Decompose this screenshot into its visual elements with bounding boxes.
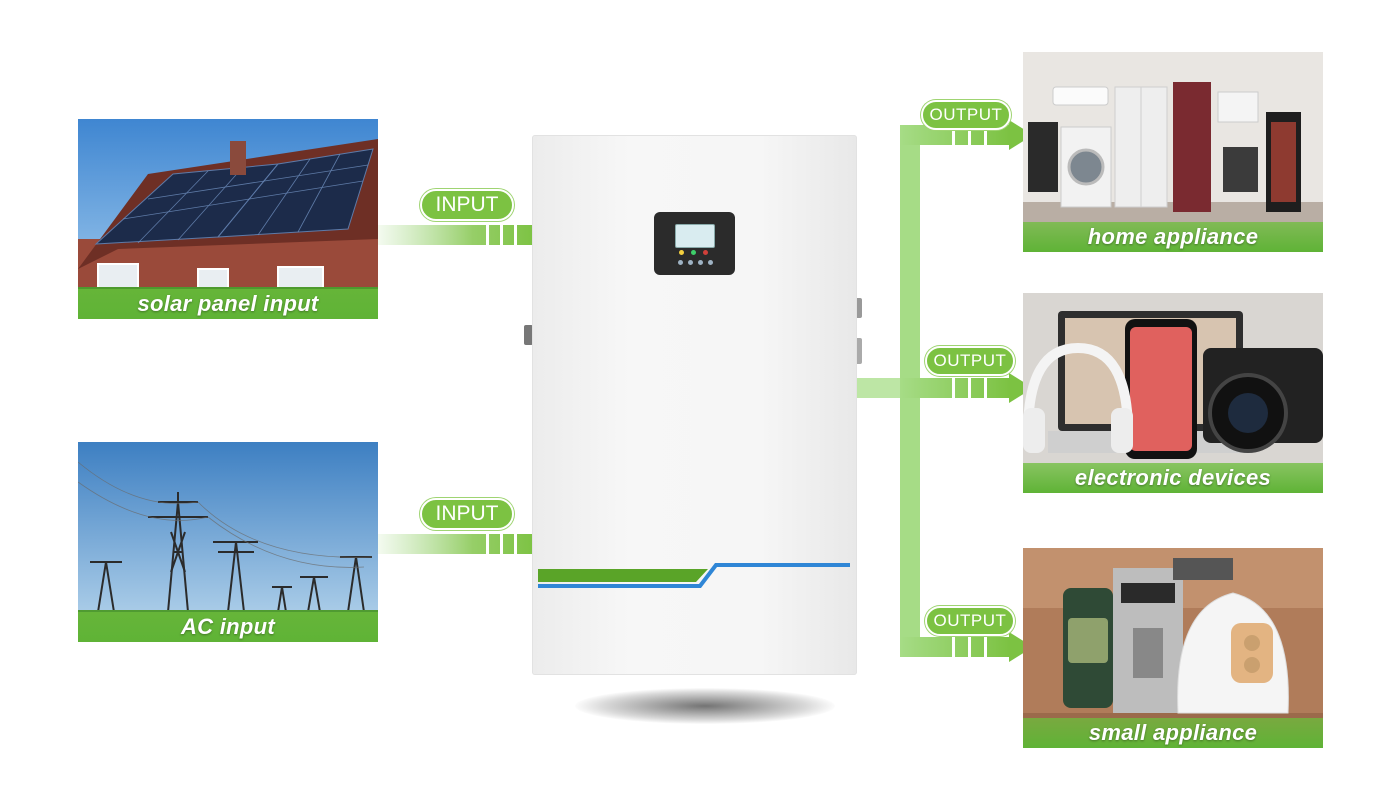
device-shadow [575,688,835,724]
control-button-1[interactable] [678,260,683,265]
battery-inverter-unit [532,135,857,675]
control-button-3[interactable] [698,260,703,265]
solar-panel-caption: solar panel input [78,289,378,319]
small-appliance-caption: small appliance [1023,718,1323,748]
input-label-top: INPUT [420,189,514,221]
status-led-yellow [679,250,684,255]
electronics-illustration [1023,293,1323,493]
device-side-knob-right-bottom [855,338,862,364]
ac-input-photo: AC input [78,442,378,642]
device-side-knob-left [524,325,533,345]
output-connector-tree [857,120,1033,662]
solar-house-illustration [78,119,378,319]
output-label-1: OUTPUT [921,100,1011,130]
electronic-devices-caption: electronic devices [1023,463,1323,493]
control-button-2[interactable] [688,260,693,265]
status-led-red [703,250,708,255]
device-side-knob-right-top [855,298,862,318]
home-appliance-caption: home appliance [1023,222,1323,252]
control-panel [654,212,735,275]
solar-panel-photo: solar panel input [78,119,378,319]
small-appliance-photo: small appliance [1023,548,1323,748]
lcd-screen [675,224,715,248]
electronic-devices-photo: electronic devices [1023,293,1323,493]
control-button-4[interactable] [708,260,713,265]
power-lines-illustration [78,442,378,642]
status-led-green [691,250,696,255]
ac-input-caption: AC input [78,612,378,642]
device-color-stripes [538,563,850,588]
input-label-bottom: INPUT [420,498,514,530]
home-appliance-photo: home appliance [1023,52,1323,252]
output-label-2: OUTPUT [925,346,1015,376]
output-label-3: OUTPUT [925,606,1015,636]
small-appliances-illustration [1023,548,1323,748]
